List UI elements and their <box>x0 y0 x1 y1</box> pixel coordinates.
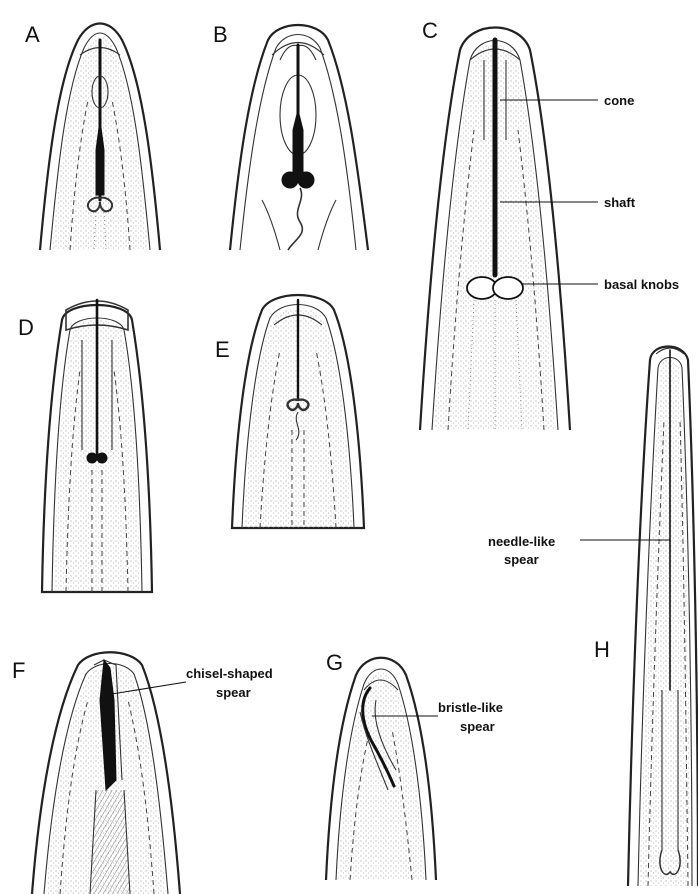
panel-d: D <box>18 300 152 592</box>
panel-label-h: H <box>594 637 610 662</box>
panel-label-g: G <box>326 650 343 675</box>
label-needle-line1: needle-like <box>488 534 555 549</box>
panel-a: A <box>25 22 160 250</box>
label-shaft: shaft <box>604 195 636 210</box>
label-cone: cone <box>604 93 634 108</box>
label-bristle-line1: bristle-like <box>438 700 503 715</box>
panel-g: G bristle-like spear <box>326 650 503 880</box>
panel-c: C cone shaft basal knobs <box>420 18 679 430</box>
label-needle-line2: spear <box>504 552 539 567</box>
panel-label-a: A <box>25 22 40 47</box>
panel-label-c: C <box>422 18 438 43</box>
panel-label-b: B <box>213 22 228 47</box>
label-basal-knobs: basal knobs <box>604 277 679 292</box>
label-chisel-line2: spear <box>216 685 251 700</box>
panel-f: F chisel-shaped spear <box>12 652 273 894</box>
label-chisel-line1: chisel-shaped <box>186 666 273 681</box>
panel-b: B <box>213 22 368 250</box>
panel-e: E <box>215 295 364 528</box>
panel-label-e: E <box>215 337 230 362</box>
label-bristle-line2: spear <box>460 719 495 734</box>
panel-label-d: D <box>18 315 34 340</box>
panel-label-f: F <box>12 658 25 683</box>
